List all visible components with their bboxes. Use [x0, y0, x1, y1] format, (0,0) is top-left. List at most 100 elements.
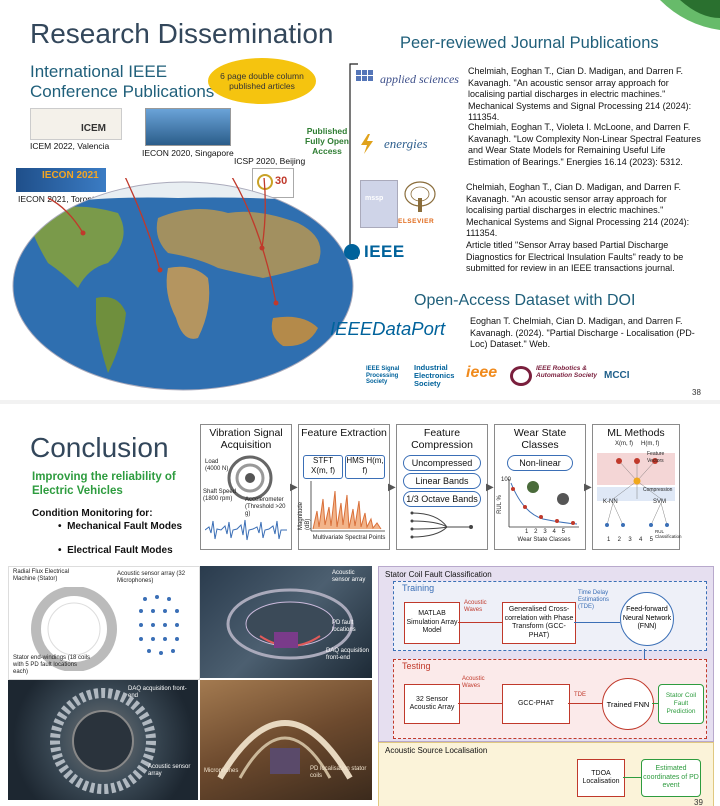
- arrow-icon: ▶: [584, 482, 592, 493]
- stage-feature-extraction: Feature Extraction STFT X(m, f) HMS H(m,…: [298, 424, 390, 550]
- localisation-panel: Acoustic Source Localisation TDOA Locali…: [378, 742, 714, 806]
- tde-training-edge: Time Delay Estimations (TDE): [578, 590, 610, 610]
- shaft-speed-label: Shaft Speed (1800 rpm): [203, 489, 237, 502]
- pd-fault-label: PD fault locations: [332, 620, 356, 633]
- arrow-icon: ▶: [486, 482, 494, 493]
- slide-title: Conclusion: [30, 432, 169, 463]
- acoustic-array-label: Acoustic sensor array: [148, 764, 191, 777]
- hms-pill: HMS H(m, f): [345, 455, 385, 479]
- vibration-waveform: [205, 519, 287, 541]
- iecon2020-thumbnail: [145, 108, 231, 146]
- icsp-anniversary-text: 30: [275, 175, 288, 187]
- icem-thumbnail: ICEM: [30, 108, 122, 140]
- training-to-testing-arrow: [644, 649, 645, 667]
- testing-arrow-2: [568, 703, 602, 704]
- stator-photo: DAQ acquisition front-end Acoustic senso…: [8, 680, 198, 800]
- rul-xlabel: Wear State Classes: [517, 537, 571, 543]
- xtick: 4: [552, 529, 556, 535]
- gcc-phat-training-node: Generalised Cross-correlation with Phase…: [502, 602, 576, 644]
- array-label: Acoustic sensor array (32 Microphones): [117, 571, 186, 584]
- bullet-electrical-text: Electrical Fault Modes: [67, 545, 173, 556]
- stage-ml-methods: ML Methods X(m, f) H(m, f) Feature Vecto…: [592, 424, 682, 550]
- stft-pill: STFT X(m, f): [303, 455, 343, 479]
- published-open-access-label: Published Fully Open Access: [305, 126, 349, 156]
- journal-ref-4: Article titled "Sensor Array based Parti…: [466, 240, 684, 273]
- spectrum-plot: [310, 481, 385, 532]
- rig-arch-icon: [217, 720, 353, 780]
- class-tick: 3: [628, 537, 632, 543]
- training-label: Training: [402, 583, 435, 593]
- applied-sciences-logo: applied sciences: [380, 72, 459, 86]
- fnn-node: Feed-forward Neural Network (FNN): [620, 592, 674, 646]
- stage-wear-state-classes: Wear State Classes Non-linear 100 RUL % …: [494, 424, 586, 550]
- conference-label-icem: ICEM 2022, Valencia: [30, 141, 110, 151]
- mssp-cover-text: mssp: [365, 195, 384, 202]
- non-linear-pill: Non-linear: [507, 455, 573, 471]
- stator-ring-icon: [31, 587, 117, 671]
- training-arrow-1: [458, 622, 502, 623]
- acoustic-waves-edge: Acoustic Waves: [464, 600, 487, 613]
- bearing-icon: [227, 455, 273, 501]
- energies-lightning-icon: [358, 134, 376, 154]
- microphones-label: Microphones: [204, 768, 239, 774]
- class-tick: 4: [638, 537, 643, 543]
- stage-title: Feature Extraction: [301, 427, 387, 439]
- machine-label: Radial Flux Electrical Machine (Stator): [13, 569, 70, 582]
- conference-label-iecon2020: IECON 2020, Singapore: [142, 148, 234, 158]
- daq2-label: DAQ acquisition front-end: [128, 686, 187, 699]
- journal-ref-2: Chelmiah, Eoghan T., Violeta I. McLoone,…: [468, 122, 701, 167]
- training-box: Training MATLAB Simulation Array Model A…: [393, 581, 707, 651]
- testing-arrow-3: [652, 703, 658, 704]
- arrow-icon: ▶: [388, 482, 396, 493]
- slide-research-dissemination: Research Dissemination International IEE…: [0, 0, 720, 400]
- neural-network-diagram: [605, 458, 669, 527]
- bullet-mechanical: • Mechanical Fault Modes: [58, 521, 183, 532]
- conference-label-icsp: ICSP 2020, Beijing: [234, 156, 306, 166]
- ieee-logo: IEEE: [364, 242, 405, 261]
- rul-ytick: 100: [501, 477, 512, 483]
- bullet-electrical: • Electrical Fault Modes: [58, 545, 173, 556]
- feature-vectors-label: Feature Vectors: [647, 451, 665, 464]
- energies-logo: energies: [384, 136, 428, 151]
- slide-title: Research Dissemination: [30, 18, 334, 49]
- tdoa-node: TDOA Localisation: [577, 759, 625, 797]
- estimated-coordinates-node: Estimated coordinates of PD event: [641, 759, 701, 797]
- page-number: 38: [692, 388, 701, 397]
- arrow-icon: ▶: [290, 482, 298, 493]
- ieee-ies-logo: ieee: [466, 364, 498, 381]
- octave-bands-pill: 1/3 Octave Bands: [403, 491, 481, 507]
- uncompressed-pill: Uncompressed: [403, 455, 481, 471]
- load-label: Load (4000 N): [205, 459, 229, 472]
- fault-prediction-node: Stator Coil Fault Prediction: [658, 684, 704, 724]
- icem-logo-text: ICEM: [81, 123, 106, 134]
- stator-coil-ring-icon: [50, 688, 156, 794]
- svm-label: SVM: [653, 499, 667, 505]
- rul-classification-label: RUL Classification: [655, 529, 682, 539]
- corner-wave-decoration: [660, 0, 720, 30]
- ieee-dataport-logo: IEEEDataPort: [330, 318, 446, 339]
- linear-bands-pill: Linear Bands: [403, 473, 481, 489]
- page-number: 39: [694, 798, 703, 806]
- testing-arrow-1: [458, 703, 502, 704]
- signal-processing-society-logo: IEEE Signal Processing Society: [366, 366, 400, 385]
- mcci-logo: MCCI: [604, 370, 630, 381]
- rul-curve-plot: [508, 479, 579, 528]
- test-rig-photo-1: Acoustic sensor array PD fault locations…: [200, 566, 372, 678]
- compression-band: [597, 487, 675, 501]
- journal-heading: Peer-reviewed Journal Publications: [400, 34, 659, 52]
- trained-fnn-node: Trained FNN: [602, 678, 654, 730]
- condition-heading: Condition Monitoring for:: [32, 508, 153, 519]
- dataset-ref: Eoghan T. Chelmiah, Cian D. Madigan, and…: [470, 316, 695, 349]
- class-tick: 1: [607, 537, 611, 543]
- slide-conclusion: Conclusion Improving the reliability of …: [0, 404, 720, 806]
- stage-title: ML Methods: [607, 427, 665, 439]
- world-map: [12, 178, 354, 391]
- spectrum-ylabel: Magnitude (dB): [298, 501, 311, 530]
- training-arrow-2: [574, 622, 620, 623]
- xtick: 3: [543, 529, 547, 535]
- xtick: 2: [534, 529, 538, 535]
- conference-label-iecon2021: IECON 2021, Toronto: [18, 194, 100, 204]
- microphone-array-icon: [139, 595, 179, 655]
- elsevier-tree-icon: [400, 180, 440, 214]
- spectrum-xlabel: Multivariate Spectral Points: [312, 535, 386, 541]
